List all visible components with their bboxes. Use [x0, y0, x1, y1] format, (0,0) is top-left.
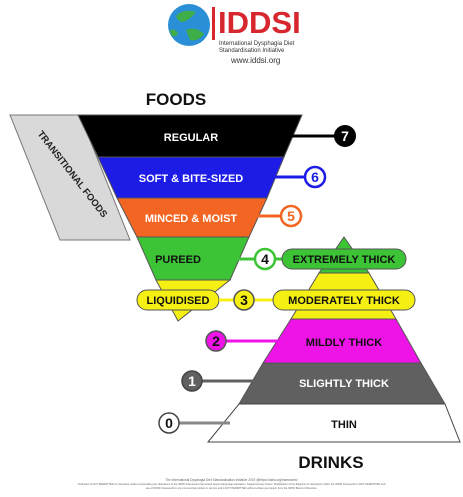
level-4-drinks-label: EXTREMELY THICK: [293, 254, 396, 266]
drinks-title: DRINKS: [298, 453, 363, 472]
logo-name: IDDSI: [218, 5, 301, 40]
level-0-number: 0: [165, 415, 173, 431]
level-3-foods-label: LIQUIDISED: [147, 295, 210, 307]
level-1-label: SLIGHTLY THICK: [299, 378, 389, 390]
foods-title: FOODS: [146, 90, 206, 109]
level-1-number: 1: [188, 373, 196, 389]
iddsi-logo: IDDSI International Dysphagia Diet Stand…: [168, 4, 301, 65]
level-6-number: 6: [311, 169, 319, 185]
level-4-number: 4: [261, 251, 269, 267]
level-6-badge: [303, 165, 327, 189]
level-4-foods-label: PUREED: [155, 254, 201, 266]
level-3-badge: [233, 289, 255, 311]
logo-subtitle-2: Standardisation Initiative: [219, 48, 285, 54]
level-5-number: 5: [287, 208, 295, 224]
globe-icon: [168, 4, 210, 46]
level-5-badge: [279, 204, 303, 228]
level-7-number: 7: [341, 128, 349, 144]
level-0-badge: [158, 412, 180, 434]
logo-subtitle-1: International Dysphagia Diet: [219, 41, 295, 47]
level-4-badge: [253, 247, 277, 271]
level-0-label: THIN: [331, 419, 357, 431]
logo-url: www.iddsi.org: [230, 56, 280, 65]
level-3-drinks-pill: [272, 289, 416, 311]
footer-line-3: use of IDDSI Framework in any commercial…: [145, 487, 318, 490]
footer-line-2: Attribution is NOT PERMITTED for derivat…: [77, 483, 386, 486]
level-5-label: MINCED & MOIST: [145, 213, 238, 225]
level-0-band: [206, 403, 461, 443]
level-7-label: REGULAR: [164, 132, 218, 144]
level-2-badge: [205, 330, 227, 352]
level-2-number: 2: [212, 333, 220, 349]
level-4-drinks-pill: [281, 248, 407, 270]
transitional-foods-band: [9, 114, 131, 241]
level-2-label: MILDLY THICK: [306, 337, 382, 349]
level-3-number: 3: [240, 292, 248, 308]
logo-bar: [212, 7, 215, 40]
level-7-badge: [334, 125, 356, 147]
level-6-label: SOFT & BITE-SIZED: [139, 173, 244, 185]
footer-line-1: The International Dysphagia Diet Standar…: [165, 478, 298, 482]
level-1-badge: [181, 370, 203, 392]
level-3-drinks-label: MODERATELY THICK: [288, 295, 400, 307]
